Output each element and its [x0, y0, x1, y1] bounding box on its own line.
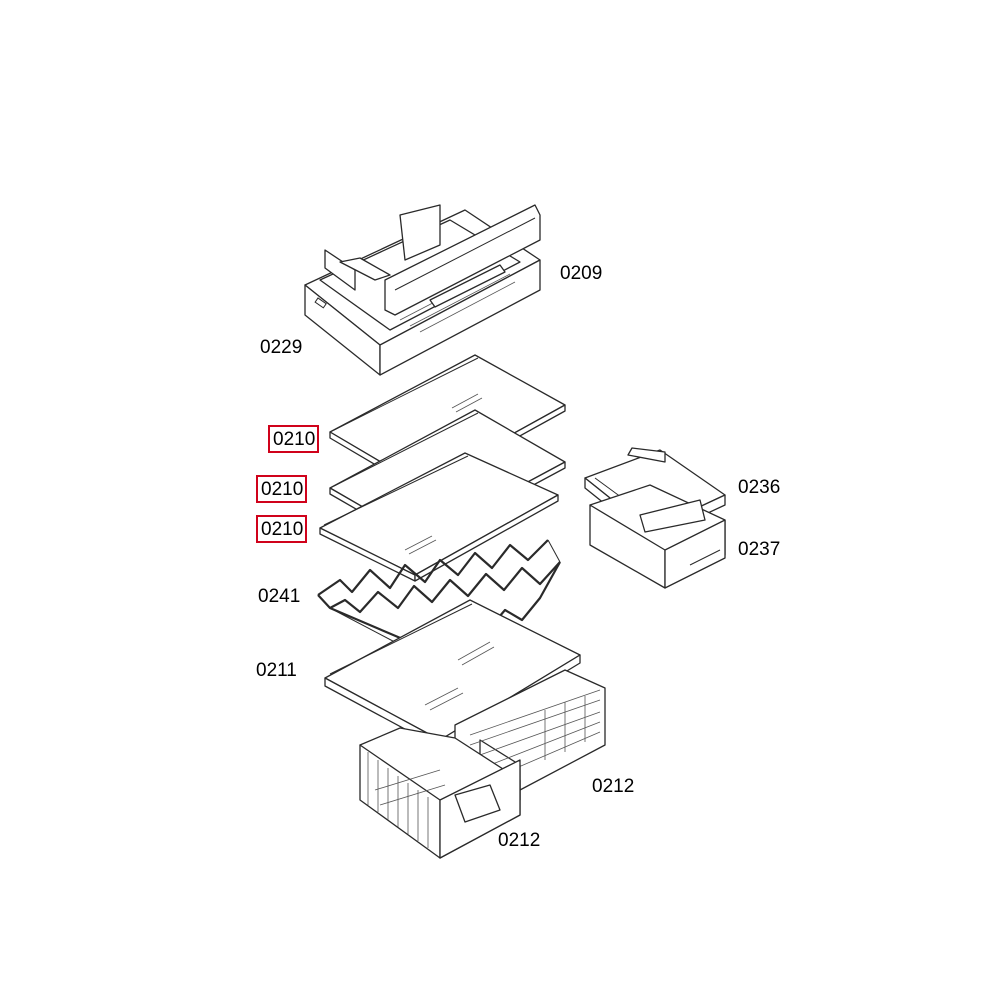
- callout-0237: 0237: [738, 539, 781, 560]
- callout-0211: 0211: [256, 660, 297, 681]
- callout-0229: 0229: [260, 337, 303, 358]
- callout-0236: 0236: [738, 477, 781, 498]
- bin-part: [589, 484, 726, 589]
- drawer-front-part: [339, 204, 541, 316]
- callout-0212: 0212: [498, 830, 541, 851]
- callout-0210-highlighted: 0210: [256, 475, 308, 503]
- callout-0210-highlighted: 0210: [268, 425, 320, 453]
- crisper-bin-front-part: [359, 727, 521, 859]
- glass-shelf-part-3: [319, 452, 559, 582]
- callout-0212: 0212: [592, 776, 635, 797]
- callout-0210-highlighted: 0210: [256, 515, 308, 543]
- callout-0241: 0241: [258, 586, 301, 607]
- callout-0209: 0209: [560, 263, 603, 284]
